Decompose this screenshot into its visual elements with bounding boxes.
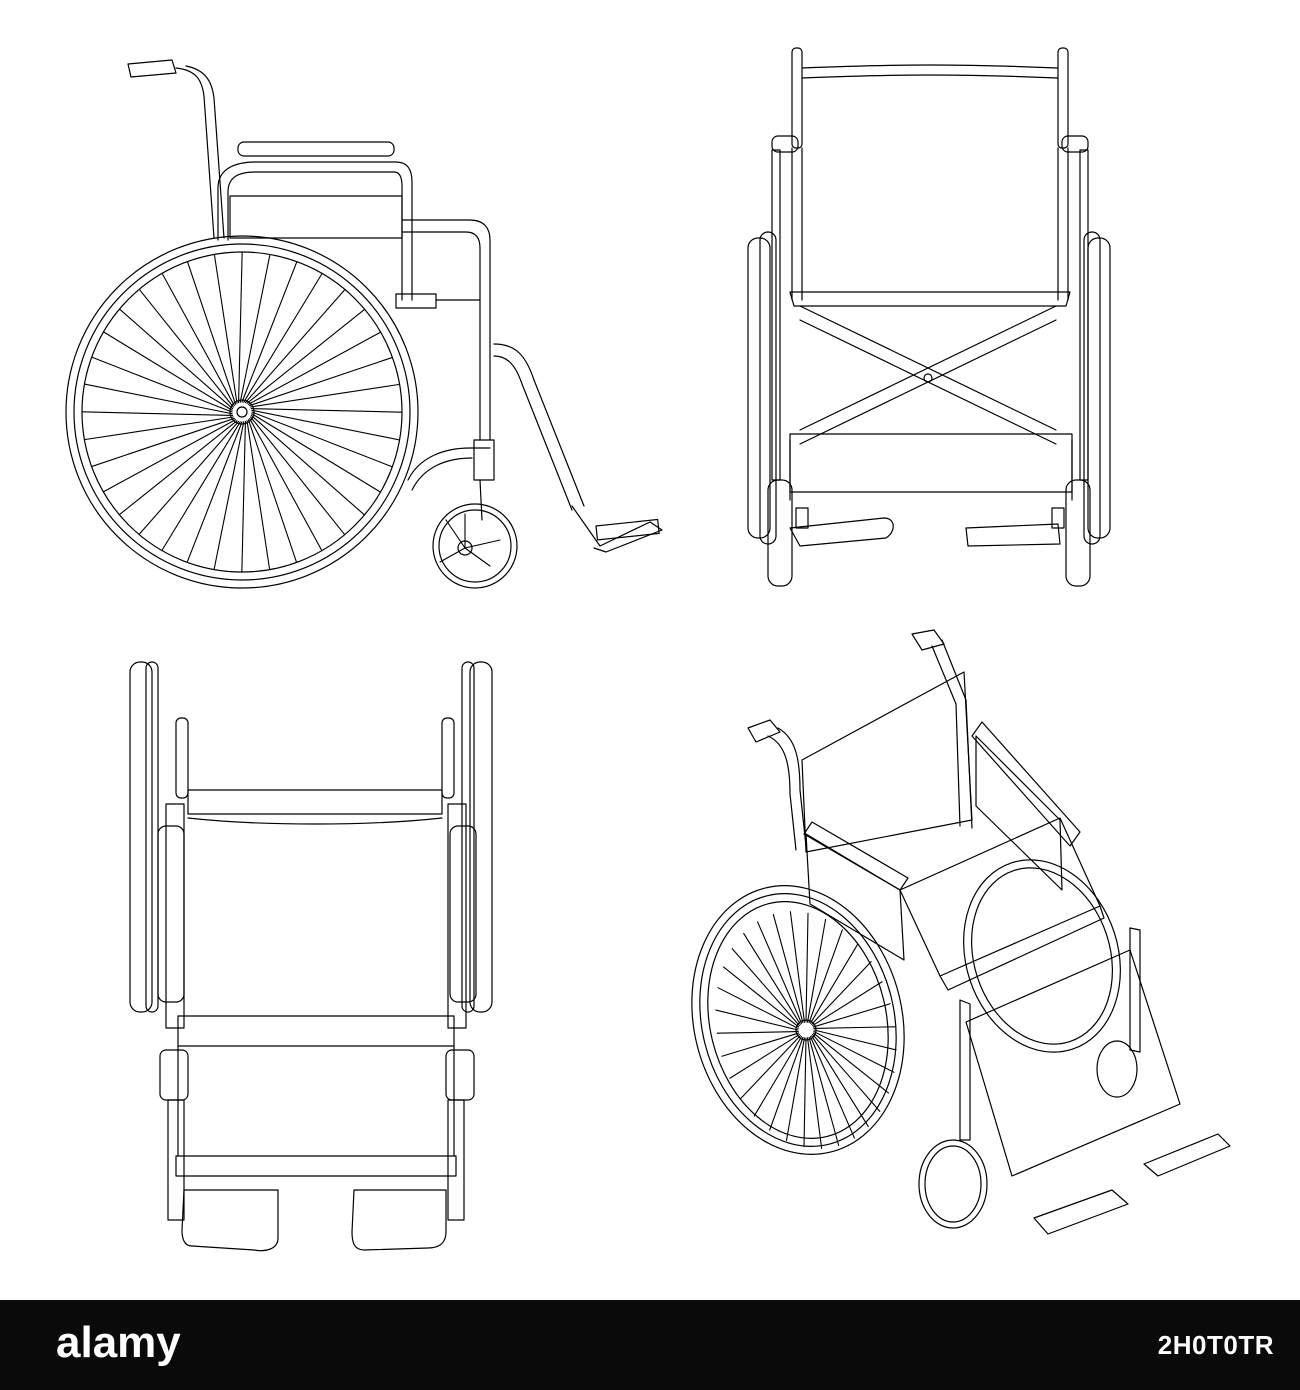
wheel-spoke bbox=[740, 1035, 801, 1099]
wheel-spoke bbox=[808, 1036, 840, 1146]
footer-bar bbox=[0, 1300, 1300, 1390]
wheel-spoke bbox=[186, 261, 237, 405]
wheel-spoke bbox=[138, 288, 234, 408]
wheel-spoke bbox=[812, 1033, 881, 1112]
brand-logo: alamy bbox=[56, 1318, 181, 1367]
wheel-spoke bbox=[249, 356, 393, 407]
wheel-spoke bbox=[244, 288, 346, 404]
wheel-spoke bbox=[238, 251, 243, 404]
wheel-spoke bbox=[812, 1003, 891, 1028]
wheel-spoke bbox=[251, 409, 401, 441]
wheel-spoke bbox=[83, 416, 234, 441]
wheel-spoke bbox=[161, 272, 235, 407]
wheel-spoke bbox=[118, 420, 238, 516]
front-view bbox=[747, 47, 1111, 587]
wheel-spoke bbox=[809, 943, 859, 1024]
wheel-spoke bbox=[241, 420, 246, 573]
wheel-spoke bbox=[731, 948, 800, 1027]
wheel-spoke bbox=[812, 981, 883, 1027]
wheel-spoke bbox=[243, 272, 323, 403]
wheel-spoke bbox=[241, 261, 298, 403]
wheel-spoke bbox=[729, 1033, 800, 1079]
wheel-spoke bbox=[102, 419, 237, 493]
wheel-spoke bbox=[805, 912, 809, 1023]
wheel-spoke bbox=[250, 383, 401, 408]
wheel-spoke bbox=[251, 411, 393, 468]
wheel-spoke bbox=[809, 1036, 855, 1139]
wheel-spoke bbox=[251, 413, 382, 493]
wheel-spoke bbox=[715, 1009, 799, 1031]
wheel-spoke bbox=[807, 1037, 823, 1149]
wheel-spoke bbox=[789, 911, 805, 1023]
wheel-spoke bbox=[753, 1036, 803, 1117]
wheel-spoke bbox=[81, 411, 234, 416]
wheel-spoke bbox=[247, 331, 382, 405]
wheel-spoke bbox=[772, 914, 804, 1024]
wheel-spoke bbox=[213, 421, 245, 571]
wheel-spoke bbox=[722, 966, 800, 1028]
wheel-spoke bbox=[246, 420, 271, 571]
wheel-spoke bbox=[102, 331, 233, 411]
wheel-spoke bbox=[813, 1026, 896, 1029]
isometric-view bbox=[691, 629, 1231, 1235]
wheel-spoke bbox=[91, 417, 235, 468]
wheel-spoke bbox=[716, 1031, 799, 1034]
wheel-spoke bbox=[91, 356, 233, 413]
wheel-spoke bbox=[138, 420, 240, 536]
wheelchair-views-illustration bbox=[65, 47, 1231, 1252]
top-view bbox=[129, 661, 493, 1252]
image-code: 2H0T0TR bbox=[1157, 1330, 1274, 1360]
wheel-spoke bbox=[721, 1032, 800, 1057]
wheel-spoke bbox=[250, 416, 346, 536]
wheel-spoke bbox=[249, 417, 323, 552]
wheel-spoke bbox=[213, 253, 238, 404]
wheel-spoke bbox=[161, 421, 241, 552]
side-view bbox=[65, 59, 663, 589]
wheel-spoke bbox=[757, 921, 803, 1024]
wheel-spoke bbox=[118, 308, 234, 410]
wheel-spoke bbox=[83, 383, 233, 415]
wheel-spoke bbox=[813, 1031, 895, 1073]
wheel-spoke bbox=[717, 987, 799, 1029]
wheel-spoke bbox=[785, 1037, 805, 1142]
wheel-spoke bbox=[803, 1037, 807, 1148]
wheel-spoke bbox=[811, 1035, 869, 1128]
wheel-spoke bbox=[250, 408, 403, 413]
wheel-spoke bbox=[812, 1032, 890, 1094]
wheel-spoke bbox=[239, 253, 271, 403]
wheel-spoke bbox=[807, 918, 827, 1023]
wheel-spoke bbox=[813, 1029, 897, 1051]
wheel-spoke bbox=[250, 414, 366, 516]
wheel-spoke bbox=[186, 421, 243, 563]
wheel-spoke bbox=[247, 419, 298, 563]
wheel-spoke bbox=[743, 932, 801, 1025]
wheel-spoke bbox=[246, 308, 366, 404]
wheel-spoke bbox=[811, 961, 872, 1025]
wheel-spoke bbox=[769, 1036, 804, 1131]
wheel-spoke bbox=[808, 929, 843, 1024]
